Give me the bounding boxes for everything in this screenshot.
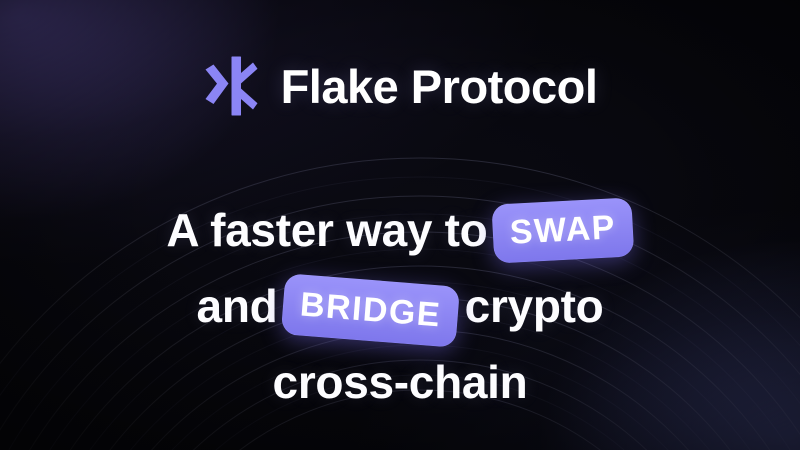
- badge-swap: SWAP: [491, 197, 635, 264]
- headline-line-1-text: A faster way to: [166, 204, 488, 256]
- badge-bridge: BRIDGE: [281, 273, 461, 349]
- brand-name: Flake Protocol: [280, 59, 598, 113]
- headline-line-2-suffix: crypto: [464, 280, 604, 332]
- headline-line-3: cross-chain: [272, 356, 528, 408]
- flake-chevron-asterisk-icon: [205, 56, 258, 116]
- headline-line-2-prefix: and: [196, 280, 278, 332]
- brand-lockup: Flake Protocol: [0, 56, 800, 116]
